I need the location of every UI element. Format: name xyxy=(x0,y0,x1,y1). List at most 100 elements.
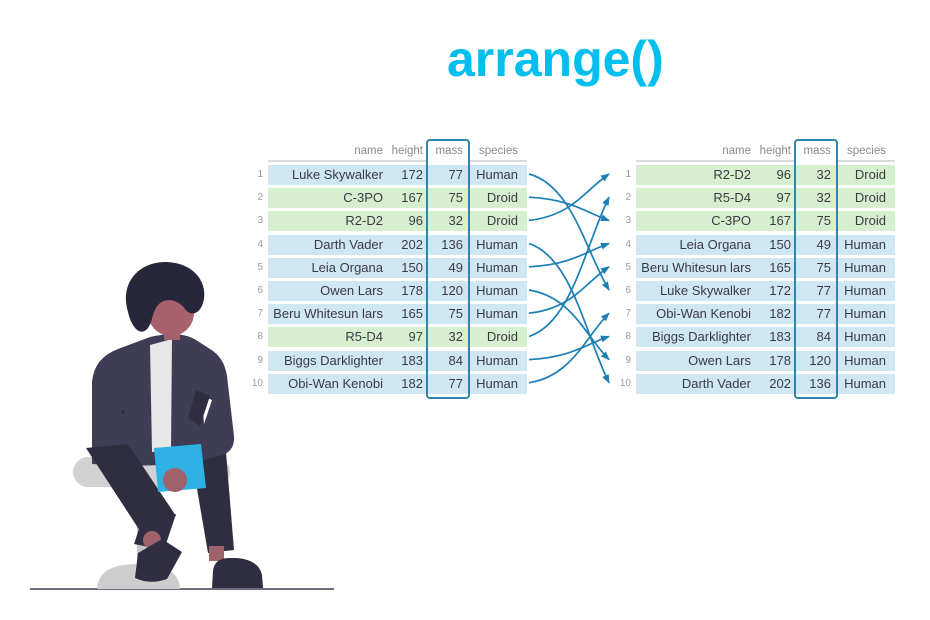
cell-mass: 120 xyxy=(441,282,463,298)
cell-mass: 77 xyxy=(816,306,831,322)
cell-name: Leia Organa xyxy=(311,259,383,275)
cell-name: Obi-Wan Kenobi xyxy=(288,375,383,391)
cell-height: 202 xyxy=(769,375,791,391)
cell-mass: 77 xyxy=(816,282,831,298)
cell-name: R5-D4 xyxy=(713,190,751,206)
row-number: 5 xyxy=(257,261,263,273)
mapping-arrow xyxy=(528,312,610,384)
mapping-arrow xyxy=(528,196,610,222)
row-number: 3 xyxy=(257,215,263,227)
row-number: 1 xyxy=(257,169,263,180)
cell-mass: 75 xyxy=(816,259,831,275)
cell-species: Human xyxy=(476,352,518,368)
mapping-arrow xyxy=(528,196,610,338)
cell-mass: 120 xyxy=(809,352,831,368)
cell-name: R5-D4 xyxy=(345,329,383,345)
cell-name: Beru Whitesun lars xyxy=(641,259,751,275)
row-number: 7 xyxy=(625,308,631,320)
cell-mass: 84 xyxy=(816,329,831,345)
row-number: 4 xyxy=(625,238,631,250)
cell-mass: 32 xyxy=(816,167,831,182)
cell-mass: 49 xyxy=(816,236,831,252)
cell-height: 182 xyxy=(769,306,791,322)
mapping-arrow xyxy=(528,266,610,315)
person-hand xyxy=(163,468,187,492)
row-number: 2 xyxy=(625,192,631,204)
cell-species: Human xyxy=(844,236,886,252)
cell-species: Human xyxy=(476,306,518,322)
cell-height: 97 xyxy=(408,329,423,345)
cell-name: Owen Lars xyxy=(320,282,383,298)
cell-mass: 75 xyxy=(448,190,463,206)
row-number: 3 xyxy=(625,215,631,227)
page-title: arrange() xyxy=(447,31,664,87)
cell-name: Obi-Wan Kenobi xyxy=(656,306,751,322)
cell-species: Human xyxy=(476,167,518,182)
person-shirt xyxy=(150,339,172,452)
cell-mass: 75 xyxy=(816,213,831,229)
cell-name: Beru Whitesun lars xyxy=(273,306,383,322)
cell-species: Droid xyxy=(854,167,886,182)
cell-mass: 32 xyxy=(448,329,463,345)
cell-species: Human xyxy=(476,236,518,252)
cell-name: Biggs Darklighter xyxy=(652,329,751,345)
cell-height: 167 xyxy=(769,213,791,229)
person-illustration xyxy=(30,261,334,590)
mapping-arrow xyxy=(528,335,610,361)
cell-species: Droid xyxy=(486,329,518,345)
mapping-arrow xyxy=(528,242,610,268)
cell-species: Human xyxy=(844,375,886,391)
cell-species: Human xyxy=(844,329,886,345)
mapping-arrow xyxy=(528,289,610,361)
cell-height: 165 xyxy=(769,259,791,275)
cell-species: Human xyxy=(844,282,886,298)
cell-name: R2-D2 xyxy=(713,167,751,182)
cell-name: Darth Vader xyxy=(313,236,383,252)
column-header-name: name xyxy=(268,143,390,162)
column-header-height: height xyxy=(390,143,427,162)
cell-mass: 136 xyxy=(809,375,831,391)
cell-height: 97 xyxy=(776,190,791,206)
person-torso xyxy=(92,334,235,466)
cell-height: 183 xyxy=(769,329,791,345)
cell-height: 172 xyxy=(401,167,423,182)
cell-species: Droid xyxy=(854,190,886,206)
cell-height: 202 xyxy=(401,236,423,252)
cell-name: Luke Skywalker xyxy=(659,282,751,298)
row-band: Biggs Darklighter 183 84 Human xyxy=(636,327,895,348)
row-number: 7 xyxy=(257,308,263,320)
cell-height: 150 xyxy=(769,236,791,252)
cell-name: Owen Lars xyxy=(688,352,751,368)
jacket-button xyxy=(121,410,125,414)
cell-height: 150 xyxy=(401,259,423,275)
cell-mass: 32 xyxy=(448,213,463,229)
cell-height: 178 xyxy=(769,352,791,368)
cell-height: 165 xyxy=(401,306,423,322)
cell-species: Droid xyxy=(486,190,518,206)
row-band: R5-D4 97 32 Droid xyxy=(268,327,527,348)
row-number: 4 xyxy=(257,238,263,250)
